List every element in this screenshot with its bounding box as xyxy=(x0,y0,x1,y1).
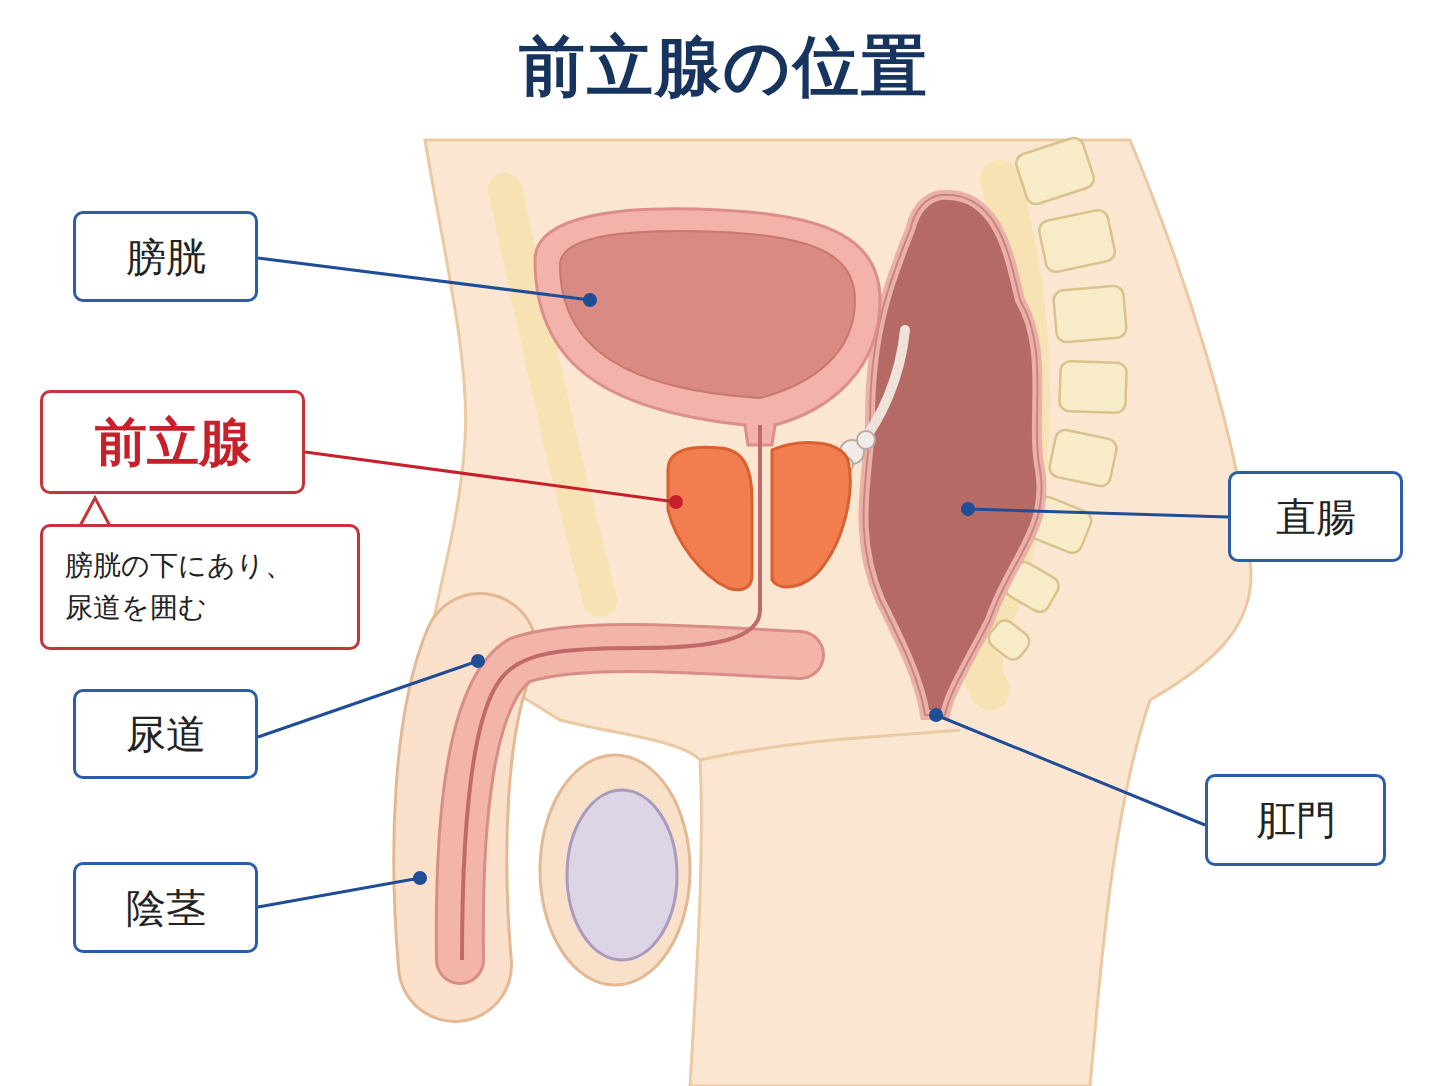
label-text: 前立腺 xyxy=(95,411,251,473)
rectum xyxy=(863,195,1041,715)
label-text: 陰茎 xyxy=(126,884,206,932)
prostate xyxy=(772,443,850,587)
label-box: 肛門 xyxy=(1205,774,1386,866)
bladder xyxy=(535,209,880,445)
label-box: 直腸 xyxy=(1228,471,1403,562)
diagram-title: 前立腺の位置 xyxy=(0,22,1448,112)
penis xyxy=(460,648,800,960)
leader-line xyxy=(258,258,590,300)
label-text: 尿道 xyxy=(126,710,206,758)
spine xyxy=(1059,361,1127,413)
leader-dot xyxy=(471,654,485,668)
prostate xyxy=(668,447,752,590)
label-box: 膀胱 xyxy=(73,211,258,302)
bladder xyxy=(560,231,855,398)
label-text: 肛門 xyxy=(1256,796,1336,844)
spine xyxy=(1053,285,1127,343)
leader-dot xyxy=(929,708,943,722)
spine xyxy=(1037,208,1116,273)
leader-dot xyxy=(413,871,427,885)
leader-dot xyxy=(669,495,683,509)
scrotum xyxy=(567,790,677,960)
leader-dot xyxy=(583,293,597,307)
leader-line xyxy=(258,661,478,737)
spine xyxy=(1048,428,1119,488)
scrotum xyxy=(540,755,690,985)
bladder xyxy=(535,209,880,445)
rectum xyxy=(863,195,1041,715)
rectum xyxy=(863,195,1041,715)
penis xyxy=(450,648,800,965)
leader-line xyxy=(258,258,1228,907)
label-box: 尿道 xyxy=(73,689,258,779)
urethra xyxy=(462,425,760,960)
spine xyxy=(1014,135,1097,206)
leader-line xyxy=(936,715,1205,825)
leader-dot xyxy=(961,502,975,516)
leader-dot xyxy=(413,293,975,885)
note-box: 膀胱の下にあり、 尿道を囲む xyxy=(40,524,360,650)
seminal-vesicle xyxy=(857,431,875,449)
leader-line xyxy=(305,452,676,502)
highlight-box: 前立腺 xyxy=(40,390,305,494)
body-silhouette xyxy=(425,140,1251,1086)
label-text: 膀胱 xyxy=(126,233,206,281)
body-silhouette xyxy=(700,730,960,760)
scrotum xyxy=(540,755,690,985)
urethra xyxy=(462,425,760,960)
leader-line xyxy=(258,878,420,907)
label-text: 直腸 xyxy=(1276,493,1356,541)
body-silhouette xyxy=(425,140,1251,1086)
penis xyxy=(460,648,800,960)
speech-tail xyxy=(80,498,110,526)
speech-tail xyxy=(80,498,110,526)
label-box: 陰茎 xyxy=(73,862,258,953)
seminal-vesicle xyxy=(837,330,905,473)
label-text: 膀胱の下にあり、 尿道を囲む xyxy=(65,545,335,629)
leader-line xyxy=(968,509,1228,517)
seminal-vesicle xyxy=(860,330,905,445)
